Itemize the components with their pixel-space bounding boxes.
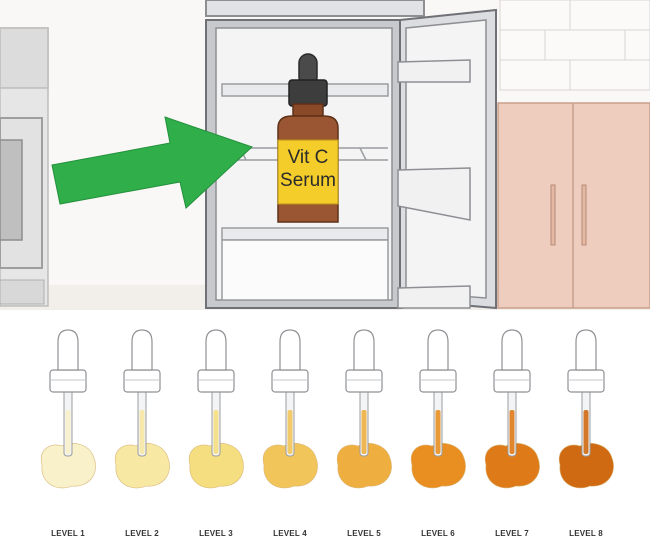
arrow-icon — [51, 116, 253, 209]
level-label: LEVEL 1 — [51, 529, 85, 538]
level-label: LEVEL 4 — [273, 529, 307, 538]
fridge-door — [397, 8, 497, 310]
pipette-liquid — [583, 410, 589, 454]
level-label: LEVEL 2 — [125, 529, 159, 538]
bottle-label — [277, 139, 339, 205]
serum-drop — [262, 443, 318, 489]
level-label: LEVEL 5 — [347, 529, 381, 538]
freezer-door — [205, 0, 425, 17]
dropper-cap — [271, 369, 309, 393]
dropper-cap — [419, 369, 457, 393]
serum-drop — [484, 443, 540, 489]
dropper-cap — [493, 369, 531, 393]
dropper-level-8: LEVEL 8 — [558, 329, 614, 538]
dropper-level-1: LEVEL 1 — [40, 329, 96, 538]
serum-drop — [336, 443, 392, 489]
dropper-bulb — [279, 329, 301, 371]
serum-drop — [410, 443, 466, 489]
oxidation-levels: LEVEL 1 LEVEL 2 LEVEL 3 LEVEL 4 LEVEL 5 LEVEL… — [40, 329, 614, 538]
wall-tiles — [499, 0, 650, 91]
bottle-label-line1: Vit C — [288, 147, 329, 168]
dropper-bulb — [131, 329, 153, 371]
dropper-bulb — [205, 329, 227, 371]
cabinet — [497, 102, 650, 309]
pipette-liquid — [435, 410, 441, 454]
dropper-level-5: LEVEL 5 — [336, 329, 392, 538]
dropper-bulb — [57, 329, 79, 371]
dropper-level-6: LEVEL 6 — [410, 329, 466, 538]
dropper-cap — [123, 369, 161, 393]
dropper-cap — [49, 369, 87, 393]
serum-drop — [40, 443, 96, 489]
dropper-level-3: LEVEL 3 — [188, 329, 244, 538]
pipette-liquid — [139, 410, 145, 454]
bottle-label-line2: Serum — [280, 170, 336, 191]
level-label: LEVEL 3 — [199, 529, 233, 538]
fridge-illustration: Vit C Serum — [0, 0, 650, 310]
dropper-level-7: LEVEL 7 — [484, 329, 540, 538]
pipette-liquid — [361, 410, 367, 454]
dropper-cap — [197, 369, 235, 393]
serum-drop — [558, 443, 614, 489]
vitamin-c-bottle: Vit C Serum — [277, 53, 339, 223]
dropper-level-4: LEVEL 4 — [262, 329, 318, 538]
dropper-cap — [567, 369, 605, 393]
dropper-bulb — [427, 329, 449, 371]
dropper-cap — [345, 369, 383, 393]
pipette-liquid — [287, 410, 293, 454]
pipette-liquid — [509, 410, 515, 454]
serum-drop — [114, 443, 170, 489]
oven — [0, 27, 49, 307]
pipette-liquid — [213, 410, 219, 454]
dropper-bulb — [353, 329, 375, 371]
dropper-level-2: LEVEL 2 — [114, 329, 170, 538]
dropper-row: LEVEL 1 LEVEL 2 LEVEL 3 LEVEL 4 LEVEL 5 LEVEL… — [40, 329, 614, 538]
dropper-bulb — [575, 329, 597, 371]
level-label: LEVEL 6 — [421, 529, 455, 538]
level-label: LEVEL 8 — [569, 529, 603, 538]
serum-drop — [188, 443, 244, 489]
dropper-bulb — [501, 329, 523, 371]
pipette-liquid — [65, 410, 71, 454]
level-label: LEVEL 7 — [495, 529, 529, 538]
